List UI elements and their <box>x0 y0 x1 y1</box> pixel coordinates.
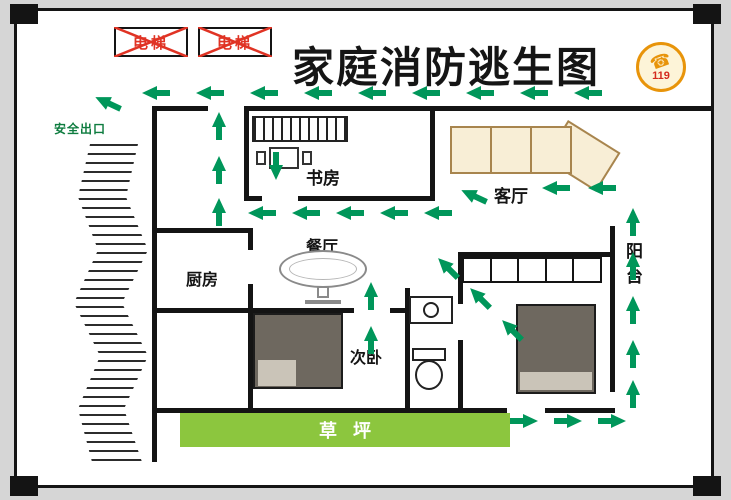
washbasin <box>409 296 453 324</box>
wall <box>462 252 615 257</box>
elevator-box: 电梯 <box>198 27 272 57</box>
wall <box>152 308 252 313</box>
wall <box>152 408 507 413</box>
no-entry-cross-icon <box>114 27 188 57</box>
chair-icon <box>302 151 312 165</box>
room-label-second-bedroom: 次卧 <box>350 350 383 367</box>
wardrobe-cell <box>492 259 520 281</box>
wall <box>248 284 253 308</box>
table-stem <box>317 286 329 298</box>
toilet-bowl <box>415 360 443 390</box>
sofa-cushion <box>492 128 532 172</box>
desk-icon <box>269 147 299 169</box>
wall <box>248 228 253 250</box>
elevator-box: 电梯 <box>114 27 188 57</box>
wall <box>248 308 354 313</box>
wall <box>390 308 410 313</box>
wardrobe-cell <box>547 259 575 281</box>
wall <box>458 340 463 413</box>
dining-table <box>279 250 367 308</box>
bed <box>253 313 343 389</box>
wall <box>244 196 262 201</box>
wardrobe <box>462 257 602 283</box>
no-entry-cross-icon <box>198 27 272 57</box>
wall <box>458 252 463 304</box>
wall <box>610 226 615 392</box>
phone-icon: ☎ <box>647 48 675 74</box>
bookshelf <box>252 116 348 142</box>
wall-corner <box>693 476 721 496</box>
wall <box>405 288 410 413</box>
wall <box>244 106 249 201</box>
room-label-balcony: 阳台 <box>623 242 642 292</box>
wardrobe-cell <box>519 259 547 281</box>
lawn-label: 草坪 <box>319 421 387 441</box>
wall <box>152 228 252 233</box>
wall-corner <box>10 4 38 24</box>
page-title: 家庭消防逃生图 <box>292 43 601 92</box>
table-top <box>279 250 367 288</box>
wall <box>248 308 253 413</box>
sofa-cushion <box>532 128 570 172</box>
safe-exit-label: 安全出口 <box>54 122 107 136</box>
wall <box>246 106 712 111</box>
wall <box>545 408 615 413</box>
wall <box>298 196 435 201</box>
lawn: 草坪 <box>180 413 510 447</box>
sofa-main <box>450 126 572 174</box>
wall-corner <box>10 476 38 496</box>
room-label-kitchen: 厨房 <box>186 272 219 289</box>
table-base <box>305 300 341 304</box>
emergency-phone-badge: ☎ 119 <box>636 42 686 92</box>
sofa-cushion <box>452 128 492 172</box>
bed <box>516 304 596 394</box>
basin-bowl <box>423 302 439 318</box>
wall-corner <box>693 4 721 24</box>
wall <box>430 106 435 201</box>
wall <box>152 106 157 462</box>
desk-and-chairs <box>256 142 312 174</box>
sofa <box>450 116 630 192</box>
room-label-study: 书房 <box>306 169 340 188</box>
pillow <box>520 372 592 390</box>
wall <box>152 106 208 111</box>
wardrobe-cell <box>464 259 492 281</box>
room-label-living-room: 客厅 <box>494 187 528 206</box>
chair-icon <box>256 151 266 165</box>
pillow <box>258 360 296 386</box>
toilet <box>412 348 448 392</box>
wardrobe-cell <box>574 259 600 281</box>
emergency-number: 119 <box>652 69 670 82</box>
